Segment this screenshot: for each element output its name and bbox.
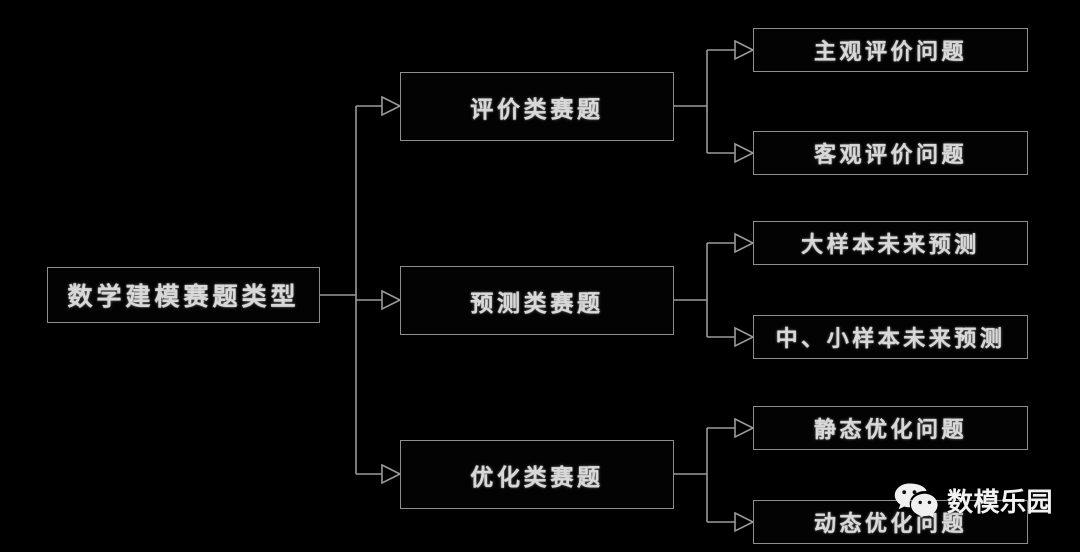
arrowhead-leaf-2: [734, 142, 755, 164]
node-branch-optimization[interactable]: 优化类赛题: [400, 440, 674, 509]
arrowhead-leaf-1: [734, 39, 755, 61]
node-leaf-subjective-evaluation-label: 主观评价问题: [813, 40, 968, 65]
node-root-label: 数学建模赛题类型: [67, 282, 300, 311]
arrowhead-branch-1: [381, 95, 402, 117]
node-leaf-subjective-evaluation[interactable]: 主观评价问题: [753, 28, 1028, 72]
node-branch-optimization-label: 优化类赛题: [470, 464, 604, 491]
node-branch-prediction[interactable]: 预测类赛题: [400, 266, 674, 335]
node-leaf-small-sample-prediction-label: 中、小样本未来预测: [775, 327, 1006, 352]
node-leaf-large-sample-prediction-label: 大样本未来预测: [801, 233, 980, 258]
node-branch-evaluation[interactable]: 评价类赛题: [400, 72, 674, 141]
watermark-text: 数模乐园: [947, 487, 1054, 518]
node-leaf-objective-evaluation[interactable]: 客观评价问题: [753, 131, 1028, 175]
arrowhead-branch-3: [381, 463, 402, 485]
node-branch-prediction-label: 预测类赛题: [470, 290, 604, 317]
node-root[interactable]: 数学建模赛题类型: [47, 267, 320, 323]
arrowhead-leaf-5: [734, 417, 755, 439]
node-leaf-dynamic-optimization[interactable]: 动态优化问题: [753, 500, 1028, 544]
node-leaf-small-sample-prediction[interactable]: 中、小样本未来预测: [753, 315, 1028, 359]
node-leaf-dynamic-optimization-label: 动态优化问题: [813, 512, 968, 537]
watermark: 数模乐园: [893, 481, 1053, 519]
wechat-icon: [894, 483, 938, 518]
node-leaf-large-sample-prediction[interactable]: 大样本未来预测: [753, 221, 1028, 265]
arrowhead-branch-2: [381, 289, 402, 311]
arrowhead-leaf-4: [734, 326, 755, 348]
node-leaf-static-optimization[interactable]: 静态优化问题: [753, 406, 1028, 450]
node-branch-evaluation-label: 评价类赛题: [470, 96, 604, 123]
arrowhead-leaf-3: [734, 232, 755, 254]
node-leaf-static-optimization-label: 静态优化问题: [813, 418, 968, 443]
arrowhead-leaf-6: [734, 511, 755, 533]
node-leaf-objective-evaluation-label: 客观评价问题: [813, 143, 968, 168]
